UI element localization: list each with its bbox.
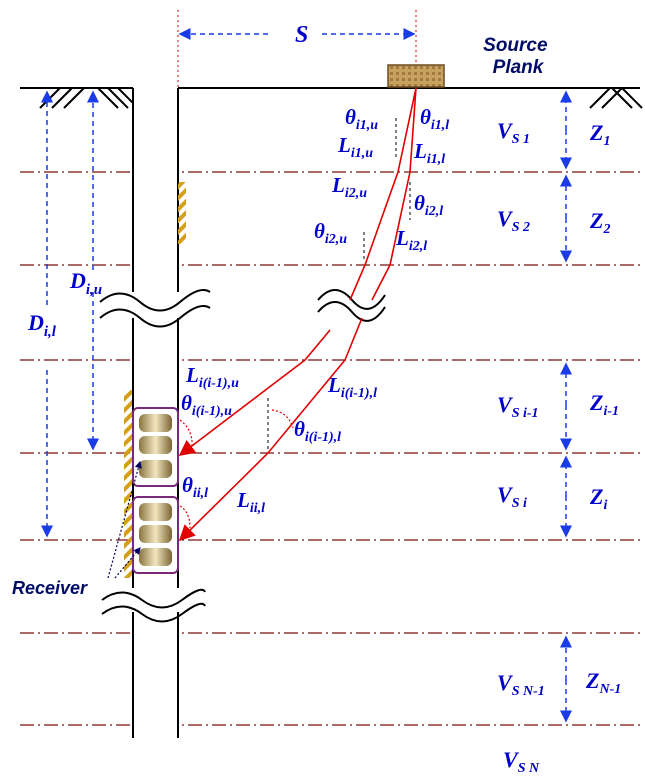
ground-hatch-left (39, 87, 139, 109)
receiver-lower (132, 496, 179, 574)
source-label: Source Plank (483, 35, 553, 78)
label-theta-iil: θii,l (182, 473, 208, 501)
label-theta-i2l: θi2,l (414, 191, 443, 219)
casing-hatch (124, 182, 186, 578)
thickness-layer-i: Zi (589, 484, 607, 513)
source-plank (387, 64, 445, 88)
ray-lower (178, 87, 417, 542)
label-L-i2l: Li2,l (395, 226, 427, 254)
label-theta-im1u: θi(i-1),u (181, 391, 232, 419)
label-L-i1l: Li1,l (413, 139, 445, 167)
spacing-label: S (295, 22, 308, 48)
label-L-im1u: Li(i-1),u (185, 363, 239, 391)
receiver-upper (132, 407, 179, 487)
velocity-layer-n-1: VS N-1 (497, 670, 545, 699)
thickness-layer-2: Z2 (589, 208, 610, 237)
velocity-layer-2: VS 2 (497, 206, 530, 235)
velocity-layer-i-1: VS i-1 (497, 392, 539, 421)
label-theta-i1l: θi1,l (420, 105, 449, 133)
thickness-layer-1: Z1 (589, 120, 610, 149)
label-theta-im1l: θi(i-1),l (294, 417, 341, 445)
ground-hatch-right (589, 87, 643, 109)
thickness-layer-n-1: ZN-1 (585, 668, 621, 697)
label-L-iil: Lii,l (236, 488, 265, 516)
ray-break (317, 289, 386, 322)
label-theta-i1u: θi1,u (345, 105, 378, 133)
spacing-dimension (177, 10, 417, 88)
depth-lower-label: Di,l (27, 310, 57, 340)
depth-dimensions (41, 90, 99, 538)
label-L-i2u: Li2,u (331, 173, 367, 201)
angle-arcs (179, 409, 294, 529)
receiver-label: Receiver (12, 578, 88, 598)
label-L-im1l: Li(i-1),l (327, 373, 377, 401)
thickness-layer-i-1: Zi-1 (589, 390, 619, 419)
label-theta-i2u: θi2,u (314, 219, 347, 247)
depth-upper-label: Di,u (69, 268, 102, 298)
ray-normals (267, 118, 411, 450)
receiver-pointers (107, 460, 142, 579)
label-L-i1u: Li1,u (337, 133, 373, 161)
velocity-layer-1: VS 1 (497, 118, 530, 147)
layer-boundaries (20, 171, 640, 726)
velocity-layer-n: VS N (503, 747, 540, 776)
velocity-layer-i: VS i (497, 482, 527, 511)
ray-upper (178, 87, 417, 456)
